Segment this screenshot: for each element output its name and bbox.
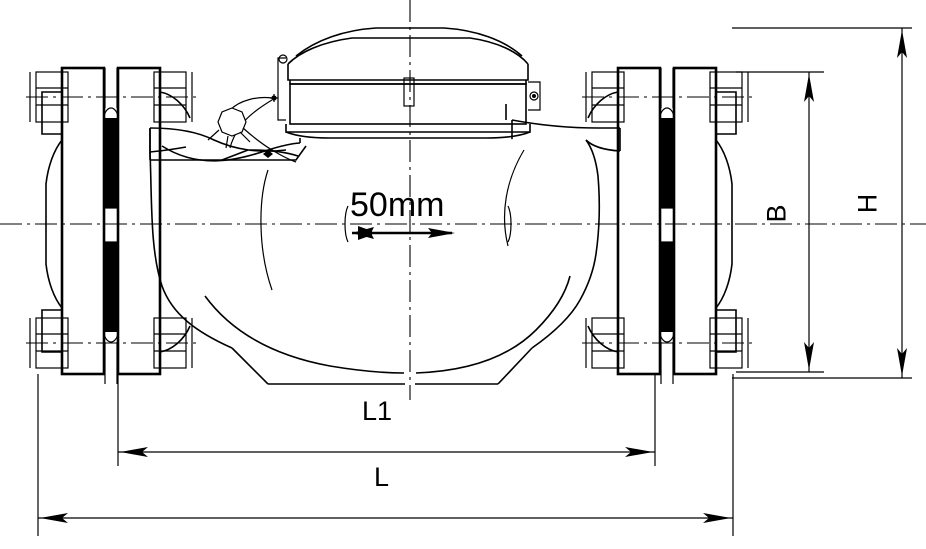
dimension-L — [37, 374, 734, 536]
flange-bolt-bottom-right — [153, 317, 193, 369]
left-flange-pair — [26, 66, 196, 384]
register-box — [270, 27, 541, 143]
flow-arrow — [352, 226, 455, 240]
dimension-B — [736, 71, 824, 373]
dimension-label-H: H — [852, 193, 883, 214]
dimension-label-B: B — [761, 204, 792, 223]
dimension-label-L: L — [374, 462, 390, 492]
nominal-size-label: 50mm — [350, 186, 445, 224]
seal-wire — [149, 96, 307, 163]
dimension-L1 — [117, 374, 656, 466]
dimension-label-L1: L1 — [362, 396, 393, 426]
meter-body — [149, 104, 621, 385]
right-flange-pair — [582, 66, 752, 384]
dimension-H — [732, 27, 912, 379]
